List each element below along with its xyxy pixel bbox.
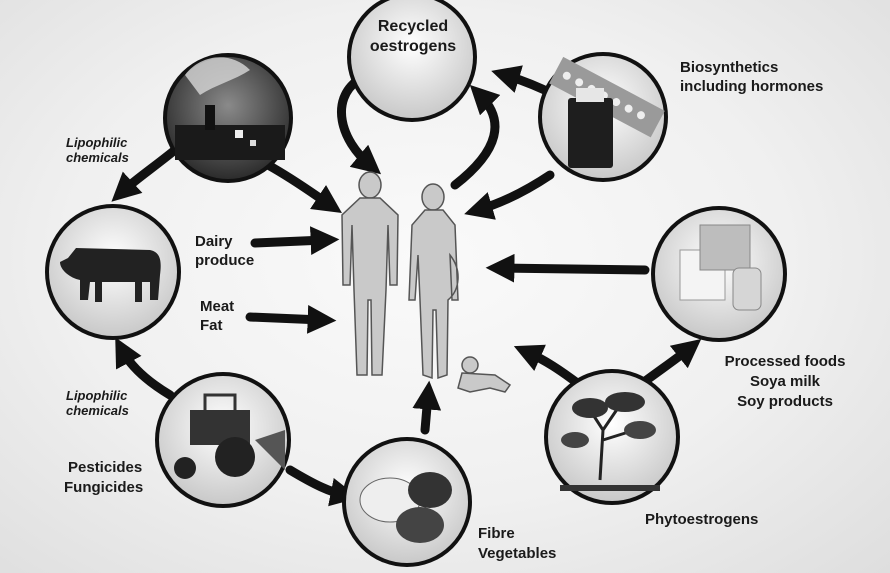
fungicides-label: Fungicides xyxy=(64,479,144,496)
arrow-biosynthetics-to-humans xyxy=(464,170,555,220)
arrow-meat-to-humans xyxy=(245,305,337,334)
female-figure xyxy=(408,183,459,380)
arrow-humans-to-recycled xyxy=(450,84,501,190)
arrow-tractor-to-vegetables xyxy=(285,465,360,507)
fibre-label: Fibre xyxy=(478,525,515,542)
pesticides-label: Pesticides xyxy=(68,459,143,476)
industry-circle xyxy=(163,53,293,183)
phytoestrogens-circle xyxy=(544,369,680,505)
phytoestrogens-label: Phytoestrogens xyxy=(645,511,759,528)
arrow-phyto-to-humans xyxy=(513,344,585,390)
processed-foods-circle xyxy=(651,206,787,342)
dairy-produce-label: Dairy produce xyxy=(195,233,255,269)
flow-arrows xyxy=(111,65,702,507)
baby-figure xyxy=(457,356,512,393)
arrow-tractor-to-cattle xyxy=(115,337,175,400)
arrow-industry-to-humans xyxy=(263,160,342,213)
arrow-industry-to-cattle xyxy=(111,145,180,202)
soya-milk-label: Soya milk xyxy=(749,373,821,390)
vegetables-circle xyxy=(342,437,472,567)
biosynthetics-label: Biosynthetics including hormones xyxy=(680,59,824,95)
arrow-vegetables-to-humans xyxy=(412,380,442,435)
processed-foods-label: Processed foods xyxy=(724,353,846,370)
arrow-processed-to-humans xyxy=(485,253,650,283)
arrow-dairy-to-humans xyxy=(250,226,340,256)
recycled-oestrogens-label: Recycled oestrogens xyxy=(369,18,457,55)
arrow-recycled-to-humans xyxy=(337,75,382,175)
meat-fat-label: Meat Fat xyxy=(200,298,235,334)
biosynthetics-circle xyxy=(538,52,668,182)
vegetables-label: Vegetables xyxy=(478,545,557,562)
cattle-circle xyxy=(45,204,181,340)
lipophilic-chemicals-top-label: Lipophilic chemicals xyxy=(66,135,129,165)
male-figure xyxy=(341,171,399,376)
human-figures xyxy=(341,171,512,393)
soy-products-label: Soy products xyxy=(737,393,833,410)
lipophilic-chemicals-bottom-label: Lipophilic chemicals xyxy=(66,388,129,418)
tractor-circle xyxy=(155,372,291,508)
recycled-circle xyxy=(347,0,477,122)
